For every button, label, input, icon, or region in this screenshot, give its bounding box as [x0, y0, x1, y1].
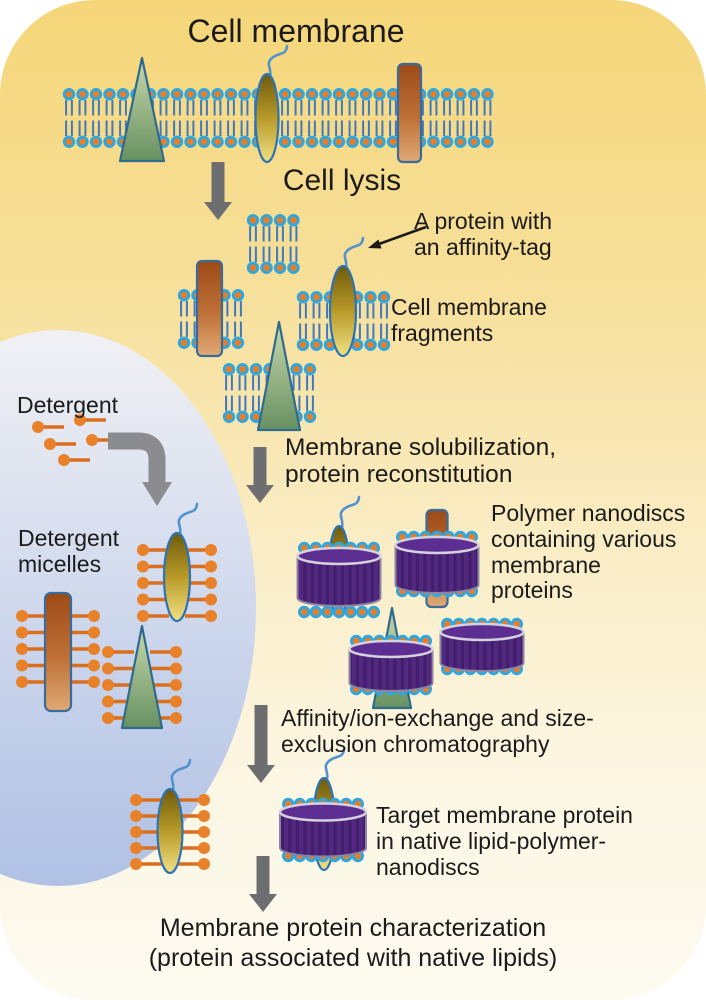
arrow-curved-detergent — [108, 432, 172, 506]
polymer-belt — [279, 811, 367, 858]
oval-protein — [156, 787, 184, 875]
membrane-fragment-triangle-protein — [223, 320, 316, 432]
fragments-label: Cell membrane fragments — [391, 294, 547, 346]
arrow-down-chromatography — [247, 705, 275, 783]
step-cell-lysis-label: Cell lysis — [282, 164, 402, 197]
oval-protein — [328, 264, 358, 358]
polymer-belt — [439, 631, 525, 672]
page-title: Cell membrane — [187, 13, 405, 49]
arrow-down-characterization — [249, 856, 277, 912]
oval-protein — [254, 72, 280, 164]
step-chromatography-label: Affinity/ion-exchange and size- exclusio… — [281, 705, 594, 757]
nanodisc-target-protein — [278, 747, 368, 872]
affinity-tag-note: A protein with an affinity-tag — [414, 208, 553, 260]
polymer-belt — [394, 544, 480, 594]
membrane-fragment-oval-protein — [297, 236, 390, 358]
rect-protein — [43, 591, 73, 713]
rect-protein — [195, 259, 224, 358]
cell-membrane — [63, 44, 494, 164]
arrow-down-solubilization — [246, 447, 274, 503]
detergent-label: Detergent — [17, 392, 119, 418]
tag-pointer-arrow — [368, 225, 427, 249]
triangle-protein — [256, 320, 302, 432]
micelles-label: Detergent micelles — [18, 525, 120, 577]
step-characterization-label: Membrane protein characterization (prote… — [148, 914, 558, 972]
membrane-fragment-rect-protein — [178, 259, 244, 358]
triangle-protein — [120, 624, 164, 730]
nanodiscs-label: Polymer nanodiscs containing various mem… — [491, 500, 686, 604]
micelle-triangle-protein — [100, 624, 184, 730]
nanodisc-empty — [439, 617, 525, 676]
polymer-belt-rim — [348, 639, 434, 659]
step-solubilization-label: Membrane solubilization, protein reconst… — [285, 434, 556, 489]
target-protein-label: Target membrane protein in native lipid-… — [376, 802, 633, 880]
rect-protein — [396, 62, 423, 164]
polymer-belt-rim — [439, 622, 525, 642]
nanodisc-rect-protein — [394, 508, 480, 609]
micelle-oval-protein-bottom — [128, 758, 212, 875]
triangle-protein — [118, 56, 166, 163]
nanodisc-oval-protein — [296, 495, 382, 619]
arrow-down-lysis — [204, 162, 232, 220]
micelle-rect-protein — [14, 591, 102, 713]
oval-protein — [162, 531, 192, 623]
nanodisc-triangle-protein — [348, 606, 434, 710]
polymer-belt-rim — [394, 535, 480, 555]
polymer-belt-rim — [296, 546, 382, 566]
polymer-belt — [296, 555, 382, 607]
polymer-belt-rim — [278, 802, 368, 822]
micelle-oval-protein — [135, 502, 219, 624]
polymer-belt — [348, 648, 434, 692]
